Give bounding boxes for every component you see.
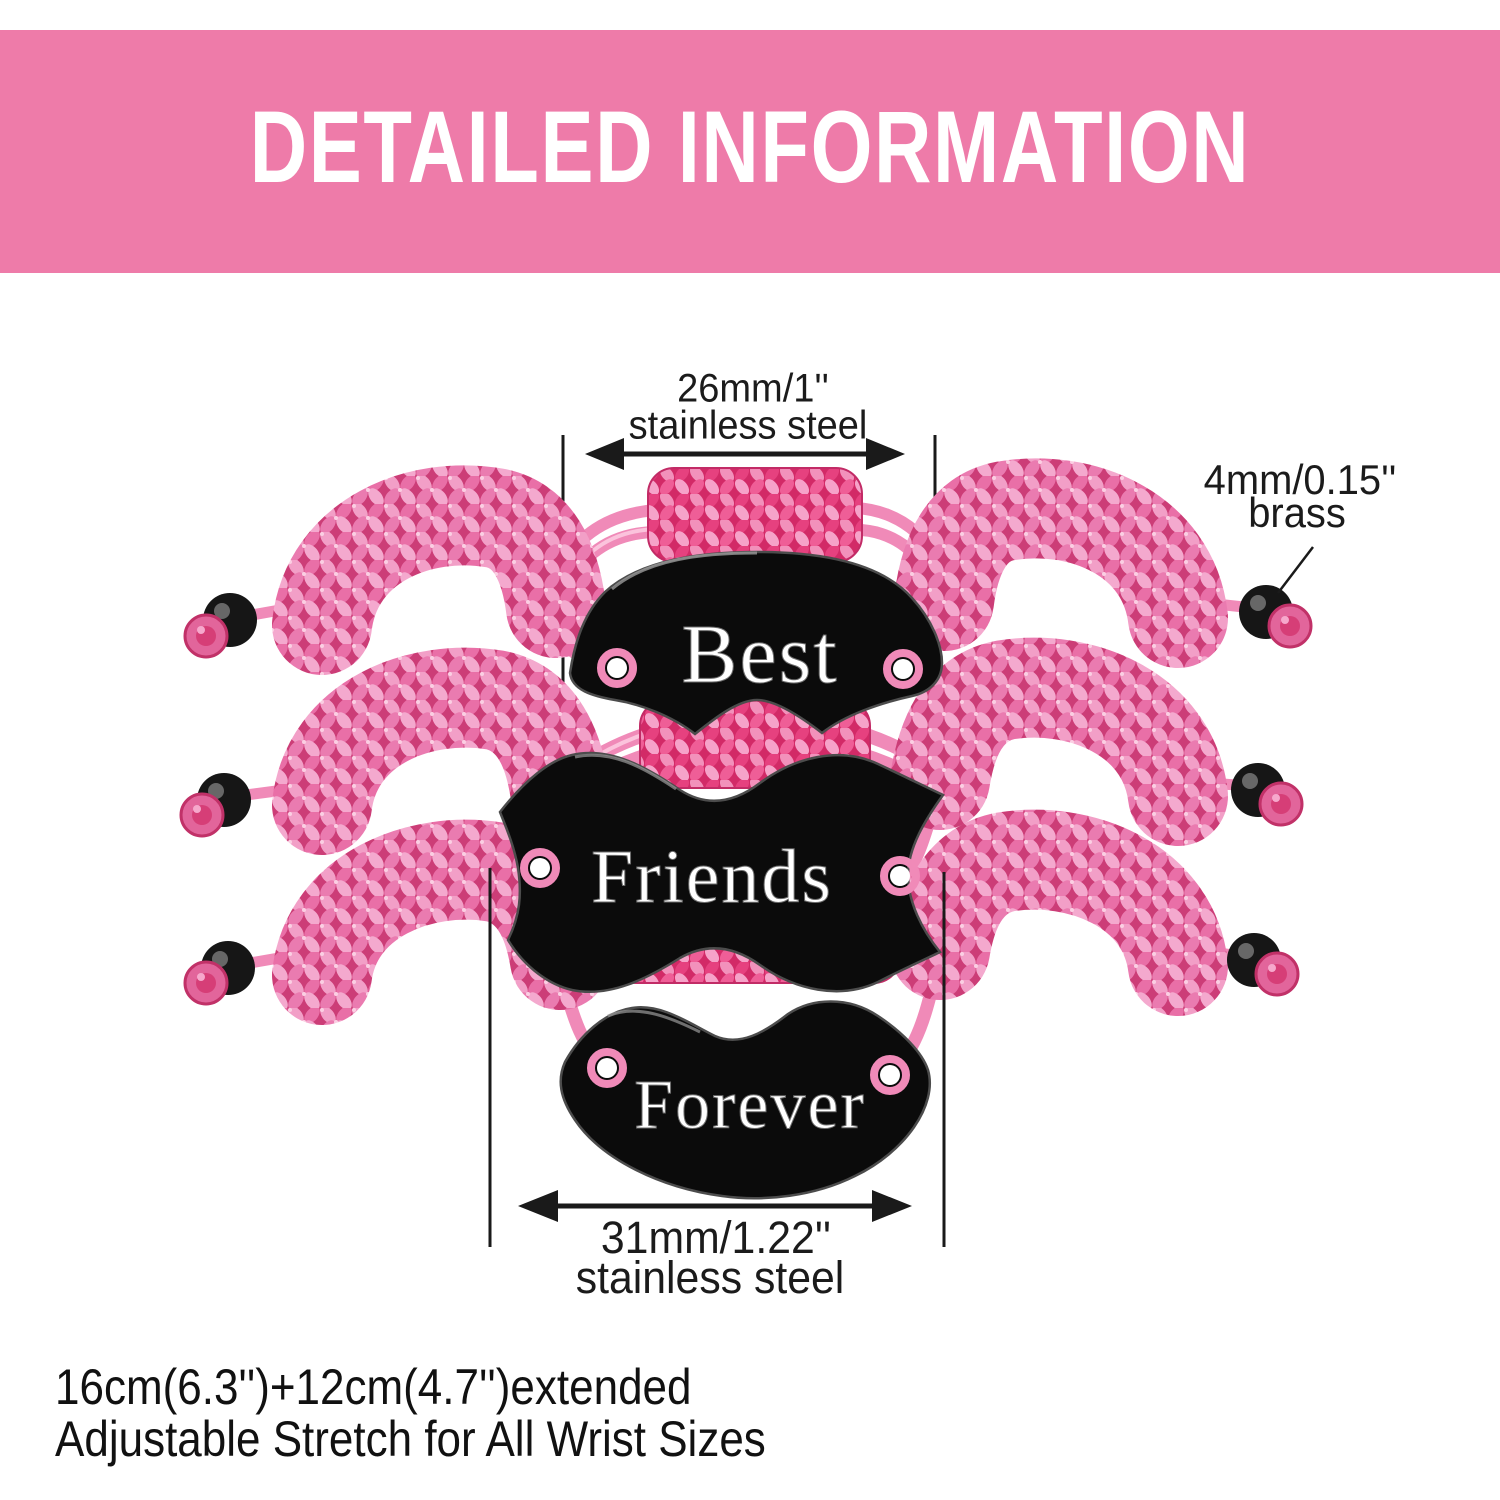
bead-left-1 [183,593,257,659]
header-banner: DETAILED INFORMATION [0,30,1500,273]
braid-left-2 [272,647,610,855]
pendant-large-size-label: 31mm/1.22'' [600,1212,832,1263]
pendant-friends-label: Friends [591,835,833,919]
bead-material-label: brass [1248,489,1346,536]
bracelet-row-2 [179,637,1304,881]
braid-left-1 [272,465,606,675]
bracelet-row-1 [183,458,1313,675]
length-spec-text: 16cm(6.3'')+12cm(4.7'')extended [55,1359,692,1415]
bead-right-3 [1227,933,1300,997]
braid-right-2 [890,637,1228,846]
pendant-forever: Forever [559,1000,931,1200]
pendant-best-label: Best [681,608,838,701]
bottom-measurement-lines [488,868,946,1247]
bead-left-2 [179,773,251,838]
braid-right-3 [890,809,1228,1016]
adjuster-knot-1 [647,467,863,563]
pendant-small-size-label: 26mm/1'' [677,366,829,411]
pendant-friends: Friends [498,751,945,994]
braid-right-1 [894,458,1228,668]
bead-right-1 [1239,585,1313,649]
bead-left-3 [183,941,255,1006]
pendant-small-material-label: stainless steel [628,403,868,448]
pendant-forever-label: Forever [634,1067,866,1144]
brass-pointer-line [1277,546,1314,594]
page-title: DETAILED INFORMATION [249,89,1251,204]
pendant-large-material-label: stainless steel [575,1252,845,1303]
adjustable-text: Adjustable Stretch for All Wrist Sizes [55,1411,766,1467]
bead-right-2 [1231,763,1304,827]
bead-size-label: 4mm/0.15'' [1203,456,1397,503]
pendant-best: Best [568,550,944,736]
